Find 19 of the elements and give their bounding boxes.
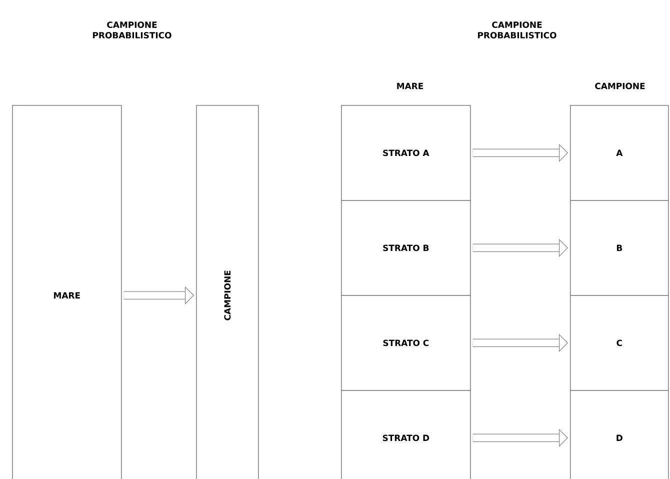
population-box: STRATO D [341,390,471,479]
population-box: STRATO A [341,105,471,201]
block-arrow [472,144,568,162]
column-heading: MARE [397,82,424,90]
population-box: C [570,295,669,391]
column-heading: CAMPIONE [595,82,645,90]
block-arrow [472,334,568,352]
population-box: A [570,105,669,201]
population-box: MARE [12,105,122,479]
block-arrow [124,286,194,304]
sample-box: CAMPIONE [196,105,259,479]
population-box: STRATO C [341,295,471,391]
block-arrow [472,428,568,447]
title: CAMPIONE PROBABILISTICO [93,22,172,38]
population-box: D [570,390,669,479]
population-box: STRATO B [341,200,471,296]
title: CAMPIONE PROBABILISTICO [478,22,556,38]
population-box: B [570,200,669,296]
block-arrow [472,238,568,257]
